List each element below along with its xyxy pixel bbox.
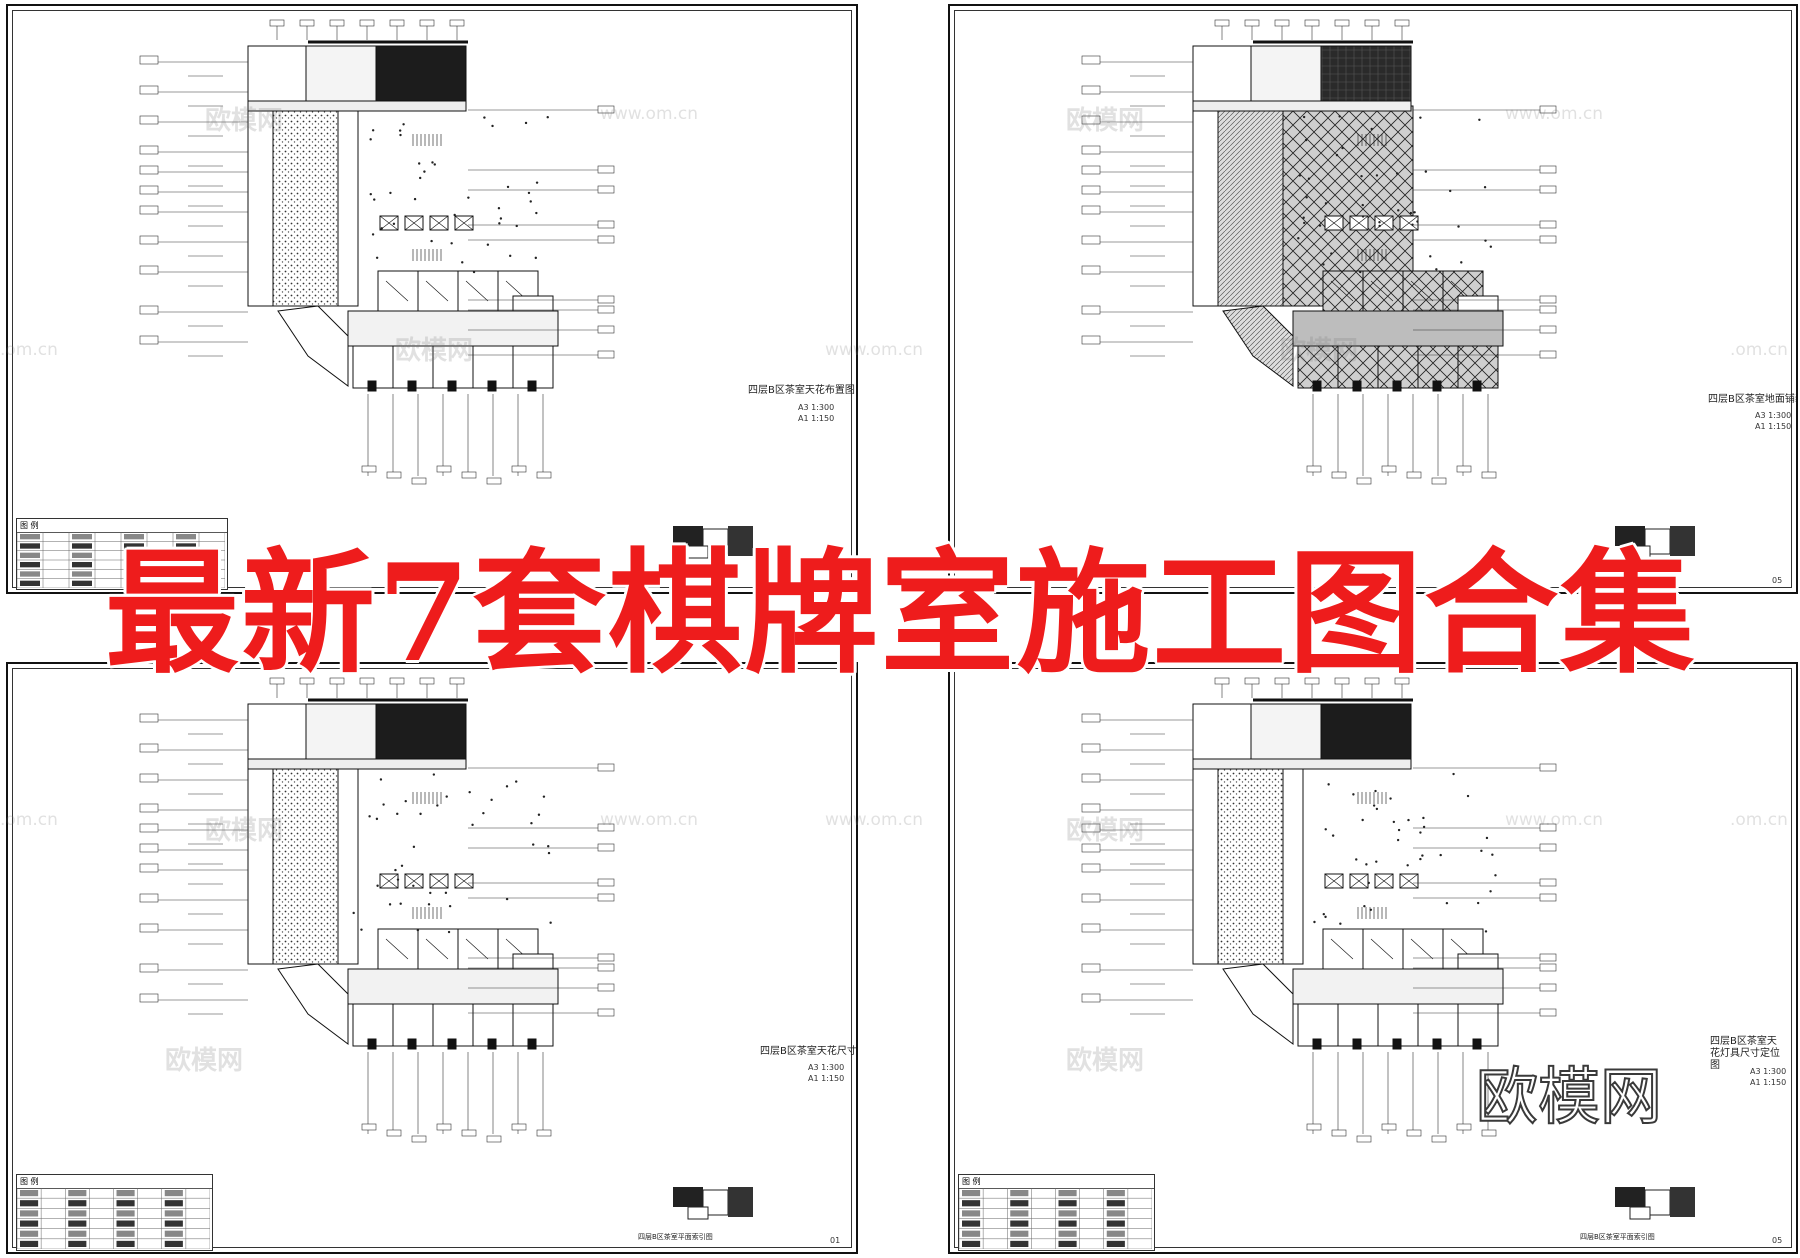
sheet-frame: [954, 10, 1792, 588]
sheet-number: 05: [1772, 576, 1783, 585]
legend-heading: 图 例: [17, 519, 227, 533]
sheet-frame: [12, 668, 852, 1248]
sheet-number: 05: [1772, 1236, 1783, 1245]
floor-plan-drawing: [1081, 677, 1557, 1143]
legend-table: 图 例: [16, 518, 228, 590]
key-plan: [1615, 526, 1695, 559]
sheet-frame: [954, 668, 1792, 1248]
sheet-frame: [12, 10, 852, 588]
legend-table: 图 例: [16, 1174, 213, 1251]
key-plan-label: 四层B区茶室平面索引图: [638, 1233, 713, 1241]
floor-plan-drawing: [139, 677, 615, 1143]
legend-heading: 图 例: [17, 1175, 212, 1189]
floor-plan-drawing: [139, 19, 615, 485]
sheet-title: 四层B区茶室地面铺装图: [1708, 394, 1796, 405]
brand-logo-text: 欧模网: [1475, 1059, 1663, 1134]
key-plan-label: 四层B区茶室平面索引图: [648, 572, 723, 580]
floor-plan-drawing: [1081, 19, 1557, 485]
key-plan: [673, 526, 753, 559]
sheet-title: 四层B区茶室天花布置图: [748, 385, 855, 396]
legend-table: 图 例: [958, 1174, 1155, 1251]
key-plan-label: 四层B区茶室平面索引图: [1580, 1233, 1655, 1241]
sheet-number: 01: [830, 1236, 841, 1245]
key-plan: [673, 1187, 753, 1220]
legend-heading: 图 例: [959, 1175, 1154, 1189]
key-plan: [1615, 1187, 1695, 1220]
banner-title: 最新7套棋牌室施工图合集: [105, 534, 1697, 692]
sheet-title: 四层B区茶室天花尺寸图: [760, 1046, 858, 1057]
sheet-title: 四层B区茶室天花灯具尺寸定位图: [1710, 1036, 1780, 1071]
